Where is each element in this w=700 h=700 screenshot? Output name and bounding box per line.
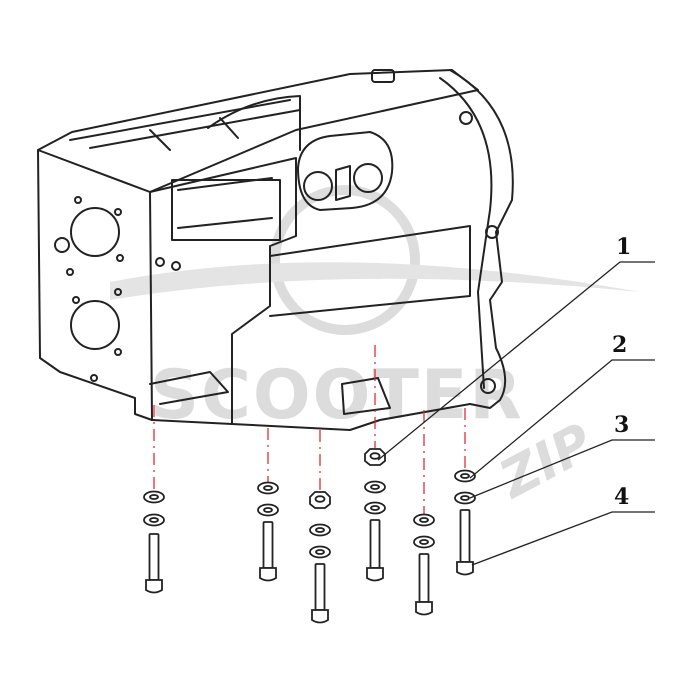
bolt-shank <box>369 519 381 569</box>
left-face-hole <box>54 237 70 253</box>
nut-bore <box>314 495 326 503</box>
flange-hole <box>459 111 473 125</box>
bottom-lug-left <box>149 371 229 405</box>
bolt-head <box>259 567 277 582</box>
washer-hole <box>263 507 273 513</box>
bolt-hole <box>90 374 98 382</box>
washer-hole <box>263 485 273 491</box>
bolt-hole <box>155 257 165 267</box>
bolt-hole <box>66 268 74 276</box>
bolt-hole <box>116 254 124 262</box>
bottom-lug-center <box>341 377 391 415</box>
bolt-shank <box>314 563 326 611</box>
nut-bore <box>369 452 381 460</box>
left-face-bore-upper <box>70 207 120 257</box>
housing-lower-panel <box>269 225 471 317</box>
callout-1: 1 <box>616 234 631 260</box>
boss-slot <box>335 165 351 201</box>
callout-2: 2 <box>612 332 627 358</box>
oval-boss <box>297 131 394 211</box>
washer-hole <box>315 527 325 533</box>
bolt-hole <box>74 196 82 204</box>
bolt-hole <box>114 208 122 216</box>
leader-3 <box>469 439 655 499</box>
top-face-ribs <box>69 99 301 151</box>
bolt-shank <box>148 533 160 581</box>
washer-hole <box>419 539 429 545</box>
leader-4 <box>471 511 655 566</box>
bolt-head <box>311 609 329 624</box>
bolt-head <box>456 561 474 576</box>
washer-hole <box>370 484 380 490</box>
callout-leaders <box>377 261 655 566</box>
washer-hole <box>315 549 325 555</box>
watermark-ring <box>270 185 420 335</box>
leader-2 <box>469 359 655 479</box>
callout-3: 3 <box>614 412 629 438</box>
bolt-head <box>145 579 163 594</box>
bolt-shank <box>262 521 274 569</box>
bolt-head <box>415 601 433 616</box>
fastener-stacks <box>143 448 476 624</box>
gearbox-housing <box>37 69 514 431</box>
bolt-shank <box>459 509 471 563</box>
bolt-hole <box>114 348 122 356</box>
bolt-hole <box>72 296 80 304</box>
flange-lug-top <box>371 69 395 83</box>
housing-bottom-edge <box>231 403 471 431</box>
flange-hole <box>485 225 499 239</box>
left-face-bore-lower <box>70 300 120 350</box>
front-window <box>171 179 281 241</box>
bolt-hole <box>171 261 181 271</box>
right-flange-inner <box>439 77 493 389</box>
bolt-hole <box>114 288 122 296</box>
washer-hole <box>149 517 159 523</box>
washer-hole <box>149 494 159 500</box>
flange-hole <box>480 378 496 394</box>
leader-1 <box>377 261 655 461</box>
boss-bore-left <box>303 171 333 201</box>
washer-hole <box>419 517 429 523</box>
bolt-head <box>366 567 384 582</box>
right-flange <box>449 69 514 409</box>
front-window-ribs <box>177 177 273 229</box>
callout-4: 4 <box>614 484 629 510</box>
housing-top-face <box>37 69 479 193</box>
bolt-shank <box>418 553 430 603</box>
top-dome <box>207 95 301 151</box>
housing-front-face <box>149 157 297 425</box>
assembly-axes <box>153 345 466 515</box>
boss-bore-right <box>353 163 383 193</box>
housing-left-face <box>37 149 153 421</box>
washer-hole <box>370 505 380 511</box>
watermark-swoosh <box>110 262 640 300</box>
washer-hole <box>460 495 470 501</box>
washer-hole <box>460 473 470 479</box>
